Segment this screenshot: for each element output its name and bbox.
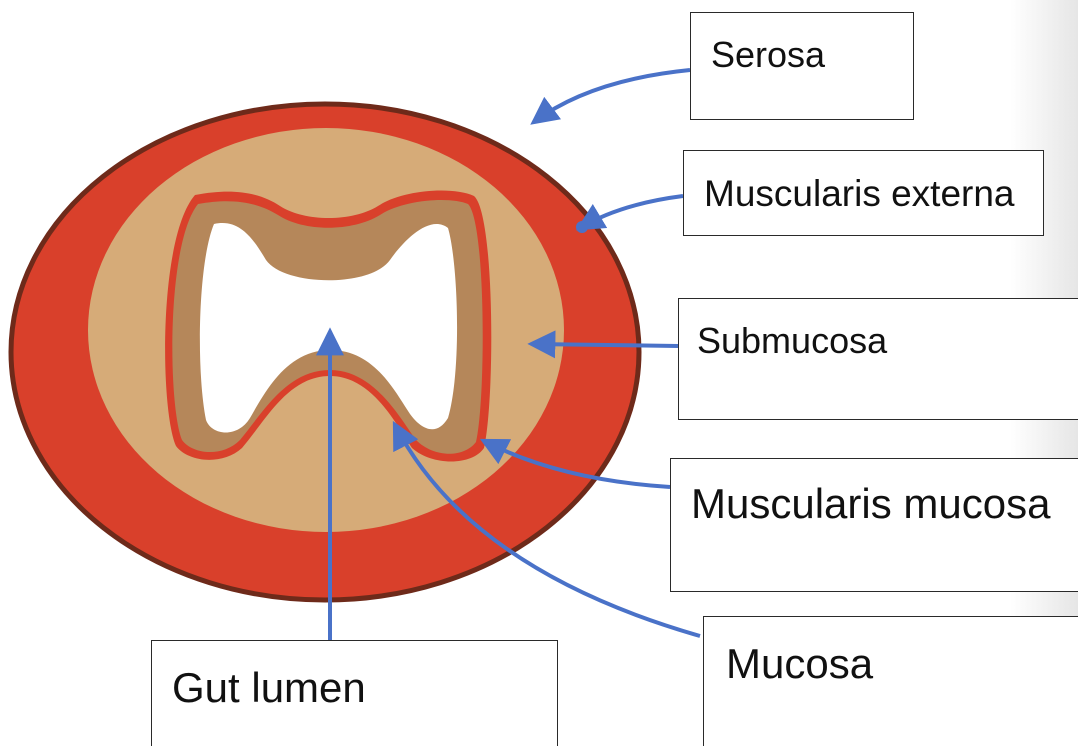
label-muscularis-externa: Muscularis externa: [683, 150, 1044, 236]
label-submucosa: Submucosa: [678, 298, 1078, 420]
label-mucosa-text: Mucosa: [726, 640, 874, 687]
muscularis-externa-marker-dot: [576, 221, 588, 233]
arrow-muscularis-mucosa: [479, 438, 671, 489]
label-submucosa-text: Submucosa: [697, 320, 888, 361]
label-serosa-text: Serosa: [711, 34, 826, 75]
arrow-mucosa: [392, 420, 701, 638]
arrow-submucosa: [527, 330, 679, 359]
label-muscularis-externa-text: Muscularis externa: [704, 173, 1015, 214]
arrow-muscularis-externa: [575, 194, 684, 231]
arrow-serosa: [530, 68, 691, 125]
label-muscularis-mucosa-text: Muscularis mucosa: [691, 480, 1051, 527]
label-gut-lumen: Gut lumen: [151, 640, 558, 746]
label-serosa: Serosa: [690, 12, 914, 120]
label-gut-lumen-text: Gut lumen: [172, 664, 366, 711]
label-muscularis-mucosa: Muscularis mucosa: [670, 458, 1078, 592]
label-mucosa: Mucosa: [703, 616, 1078, 746]
